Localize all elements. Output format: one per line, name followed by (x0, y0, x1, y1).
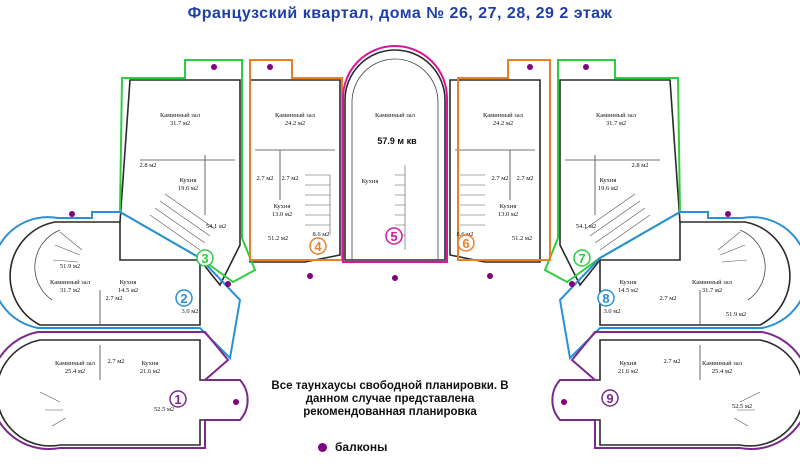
u2-total-area: 51.9 м2 (60, 263, 80, 270)
balcony-dot (267, 64, 273, 70)
unit-number: 4 (314, 239, 322, 254)
u9-total-area: 52.5 м2 (732, 403, 752, 410)
u3-total-area: 54.1 м2 (206, 223, 226, 230)
balcony-dot (487, 273, 493, 279)
balcony-dot (69, 211, 75, 217)
unit-marker-1: 1 (169, 390, 187, 408)
u9-kamin-area: 25.4 м2 (712, 368, 732, 375)
u4-kitchen-area: 13.0 м2 (272, 211, 292, 218)
balcony-dot (211, 64, 217, 70)
u3-kamin-label: Каминный зал (160, 112, 201, 119)
u1-kamin-area: 25.4 м2 (65, 368, 85, 375)
u4-total-area: 51.2 м2 (268, 235, 288, 242)
u9-kitchen-area: 21.6 м2 (618, 368, 638, 375)
u4-stair-area: 8.6 м2 (312, 231, 329, 238)
balcony-dot (225, 281, 231, 287)
unit-number: 6 (462, 236, 469, 251)
u6-total-area: 51.2 м2 (512, 235, 532, 242)
u3-kitchen-label: Кухня (180, 177, 197, 184)
u8-kitchen-label: Кухня (620, 279, 637, 286)
balcony-dot (583, 64, 589, 70)
u2-kamin-label: Каминный зал (50, 279, 91, 286)
u6-bath-b-area: 2.7 м2 (516, 175, 533, 182)
balcony-dot (392, 275, 398, 281)
unit-number: 8 (602, 291, 609, 306)
u2-bath-area: 2.7 м2 (105, 295, 122, 302)
u4-kamin-area: 24.2 м2 (285, 120, 305, 127)
unit-number: 7 (578, 251, 585, 266)
unit-number: 9 (606, 391, 613, 406)
balcony-legend-dot (318, 442, 327, 452)
u6-bath-a-area: 2.7 м2 (491, 175, 508, 182)
u7-kitchen-label: Кухня (600, 177, 617, 184)
u1-kamin-label: Каминный зал (55, 360, 96, 367)
unit-number: 5 (390, 229, 397, 244)
layout-note: Все таунхаусы свободной планировки. В да… (271, 380, 509, 418)
u8-kitchen-area: 14.5 м2 (618, 287, 638, 294)
u2-kitchen-area: 14.5 м2 (118, 287, 138, 294)
plan-title: Французский квартал, дома № 26, 27, 28, … (187, 5, 613, 22)
u7-total-area: 54.1 м2 (576, 223, 596, 230)
u1-kitchen-label: Кухня (142, 360, 159, 367)
unit-marker-4: 4 (309, 237, 327, 255)
u6-kitchen-label: Кухня (500, 203, 517, 210)
u3-kitchen-area: 19.6 м2 (178, 185, 198, 192)
unit-marker-2: 2 (175, 289, 193, 307)
balcony-dot (569, 281, 575, 287)
u9-kitchen-label: Кухня (620, 360, 637, 367)
legend: балконы (318, 440, 387, 454)
u5-center-area: 57.9 м кв (377, 136, 417, 146)
unit-marker-6: 6 (457, 234, 475, 252)
u6-kamin-area: 24.2 м2 (493, 120, 513, 127)
balcony-dot (725, 211, 731, 217)
u4-kamin-label: Каминный зал (275, 112, 316, 119)
legend-label: балконы (335, 440, 388, 454)
balcony-dot (527, 64, 533, 70)
unit-marker-3: 3 (196, 249, 214, 267)
unit-number: 1 (174, 392, 181, 407)
unit-marker-5: 5 (385, 227, 403, 245)
u8-kamin-area: 31.7 м2 (702, 287, 722, 294)
u9-bath-area: 2.7 м2 (663, 358, 680, 365)
u1-total-area: 52.5 м2 (154, 406, 174, 413)
u1-bath-area: 2.7 м2 (107, 358, 124, 365)
u8-kamin-label: Каминный зал (692, 279, 733, 286)
u3-bath-area: 2.8 м2 (139, 162, 156, 169)
u8-bath-area: 2.7 м2 (659, 295, 676, 302)
u7-kitchen-area: 19.6 м2 (598, 185, 618, 192)
balcony-dot (561, 399, 567, 405)
u8-hall-area: 3.0 м2 (603, 308, 620, 315)
u9-kamin-label: Каминный зал (702, 360, 743, 367)
u1-kitchen-area: 21.6 м2 (140, 368, 160, 375)
balcony-dot (233, 399, 239, 405)
u4-bath-a-area: 2.7 м2 (256, 175, 273, 182)
u7-bath-area: 2.8 м2 (631, 162, 648, 169)
u2-kamin-area: 31.7 м2 (60, 287, 80, 294)
u2-hall-area: 3.0 м2 (181, 308, 198, 315)
u8-total-area: 51.9 м2 (726, 311, 746, 318)
unit-marker-8: 8 (597, 289, 615, 307)
u2-kitchen-label: Кухня (120, 279, 137, 286)
u3-kamin-area: 31.7 м2 (170, 120, 190, 127)
unit-number: 2 (180, 291, 187, 306)
u5-kitchen-label: Кухня (362, 178, 379, 185)
u6-kitchen-area: 13.0 м2 (498, 211, 518, 218)
u4-bath-b-area: 2.7 м2 (281, 175, 298, 182)
u5-kamin-label: Каминный зал (375, 112, 416, 119)
balcony-dot (307, 273, 313, 279)
unit-marker-9: 9 (601, 389, 619, 407)
u6-kamin-label: Каминный зал (483, 112, 524, 119)
unit-number: 3 (201, 251, 208, 266)
unit-marker-7: 7 (573, 249, 591, 267)
u7-kamin-label: Каминный зал (596, 112, 637, 119)
u7-kamin-area: 31.7 м2 (606, 120, 626, 127)
u4-kitchen-label: Кухня (274, 203, 291, 210)
